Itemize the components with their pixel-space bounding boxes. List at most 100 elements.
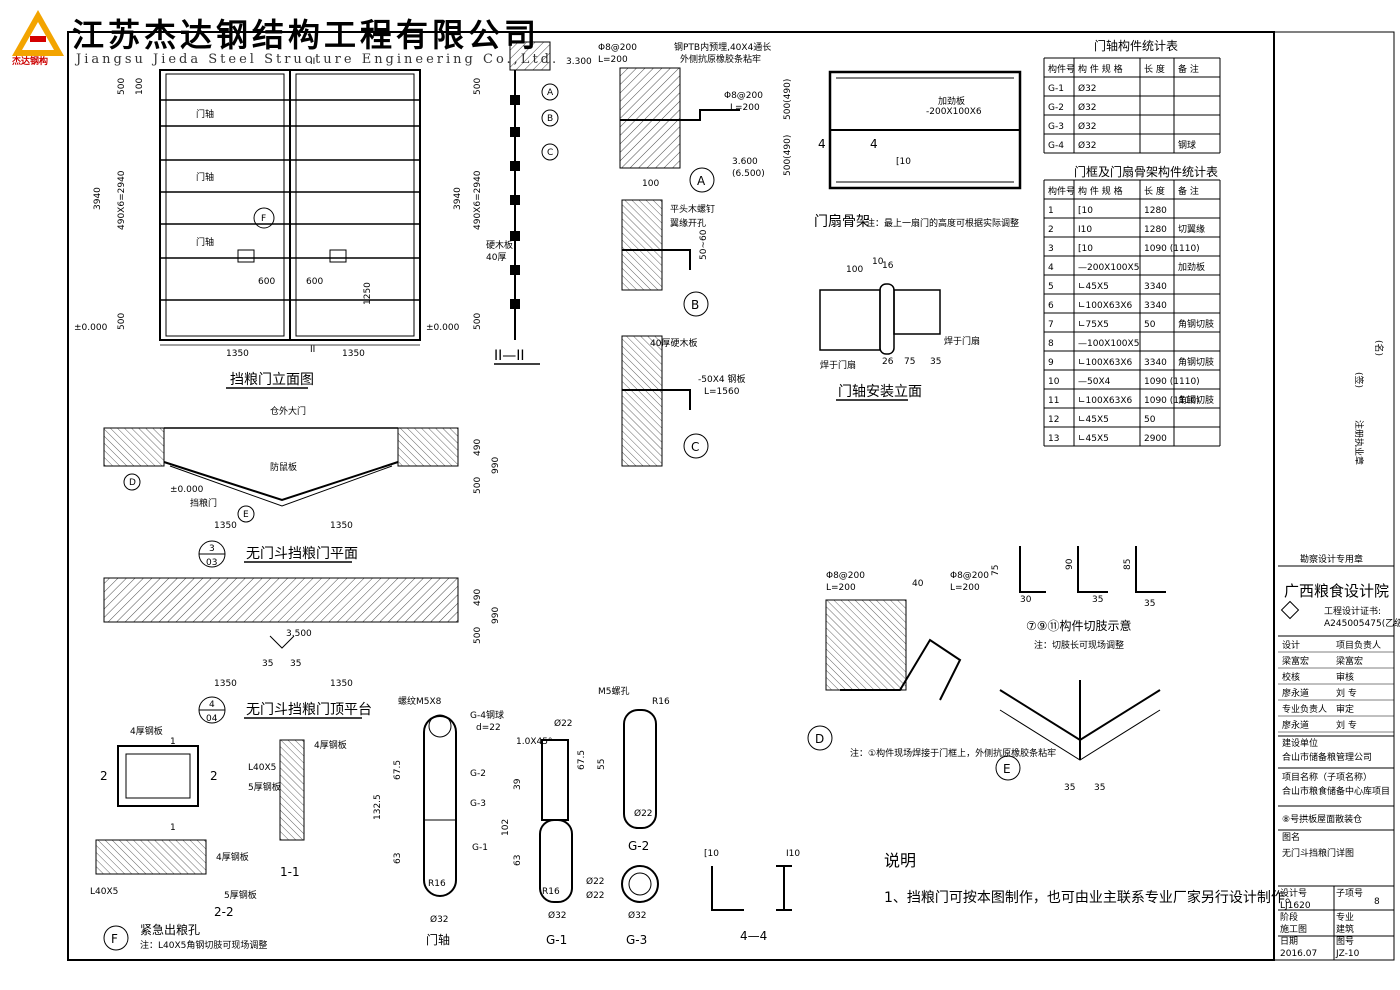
frame-table-cell: —200X100X5	[1078, 263, 1139, 273]
g3-label-d22: Ø22	[586, 890, 605, 901]
frame-note: 注：最上一扇门的高度可根据实际调整	[866, 217, 1019, 229]
company-logo-icon	[12, 10, 64, 56]
d-label-1: Φ8@200	[826, 571, 865, 581]
elevation-view: F 门轴 门轴 门轴 1350 1350 3940 490X6=2940 500…	[74, 57, 460, 389]
door-frame: 加劲板 -200X100X6 [10 4 4 500(490) 500(490)…	[783, 70, 1022, 230]
frame-table-cell: 3	[1048, 244, 1054, 254]
f-sec-11: 1-1	[280, 865, 300, 879]
plan-dim-left: 1350	[214, 521, 237, 531]
cut-dim-75: 75	[991, 565, 1001, 576]
axle-label-d32: Ø32	[430, 914, 449, 925]
detail-c-l3: L=1560	[704, 387, 740, 397]
plan-dim-490: 490	[473, 439, 483, 456]
company-badge: 杰达钢构	[12, 57, 49, 67]
tb-institute: 广西粮食设计院	[1284, 582, 1389, 600]
tb-cell: 刘 专	[1336, 719, 1357, 731]
frame-cut-right: 4	[870, 137, 878, 151]
tb-subitem: ⑧号拱板屋面散装仓	[1282, 813, 1362, 825]
d-label-3: 40	[912, 579, 924, 589]
tb-vertical-3: (名)	[1373, 340, 1385, 356]
sec-ii-level: 3.300	[566, 57, 592, 67]
detail-b: 平头木螺钉 翼缘开孔 50~60 B	[621, 199, 715, 317]
roof-level: 3.500	[286, 629, 312, 639]
hinge-table-header: 构件号	[1048, 63, 1075, 75]
elev-dim-600-right: 600	[306, 277, 323, 287]
frame-table-cell: 13	[1048, 434, 1059, 444]
frame-table-cell: 3340	[1144, 282, 1167, 292]
f-label-plate4b: 4厚钢板	[216, 851, 249, 863]
tb-stage: 施工图	[1280, 923, 1307, 935]
detail-a-marker: A	[697, 174, 706, 188]
f-cut-2b: 2	[210, 769, 218, 783]
g1-label-d32: Ø32	[548, 910, 567, 921]
hinge-weld-1: 焊于门扇	[820, 359, 856, 371]
frame-table-cell: —100X100X5	[1078, 339, 1139, 349]
detail-a-l8: (6.500)	[732, 169, 765, 179]
f-label-plate5b: 5厚钢板	[248, 781, 281, 793]
g3-title: G-3	[626, 933, 647, 947]
sec-ii-node	[510, 195, 520, 205]
axle-label-g2: G-2	[470, 769, 486, 779]
f-sec-22: 2-2	[214, 905, 234, 919]
detail-a-l7: 3.600	[732, 157, 758, 167]
sec-ii-dim-500-top: 500	[473, 78, 483, 95]
detail-c-l2: -50X4 钢板	[698, 373, 745, 385]
detail-a-l3: 钢PTB内预埋,40X4通长	[674, 41, 771, 53]
frame-table-cell: ∟100X63X6	[1078, 396, 1133, 406]
elev-dim-3940: 3940	[93, 187, 103, 210]
frame-table-cell: 11	[1048, 396, 1059, 406]
elev-label-axle-2: 门轴	[196, 171, 214, 183]
hinge-table-cell: G-3	[1048, 122, 1064, 132]
sec-ii-node	[510, 231, 520, 241]
sec44-ibeam: I10	[786, 849, 800, 859]
tb-cell: 廖永道	[1282, 719, 1309, 731]
plan-label-board: 防鼠板	[270, 461, 297, 473]
notes-heading: 说明	[884, 851, 916, 870]
company-name-en: Jiangsu Jieda Steel Structure Engineerin…	[76, 52, 560, 67]
hinge-table-cell: Ø32	[1078, 102, 1097, 113]
title-block: 勘察设计专用章 注册执业章 (签) (名) 广西粮食设计院 工程设计证书: A2…	[1278, 340, 1400, 960]
cut-note: 注：切肢长可现场调整	[1034, 639, 1124, 651]
frame-table-cell: 10	[1048, 377, 1060, 387]
detail-b-l2: 翼缘开孔	[670, 217, 706, 229]
axle-view: 螺纹M5X8 G-4钢球 d=22 G-2 G-3 G-1 R16 Ø32 67…	[373, 695, 504, 947]
frame-cut-left: 4	[818, 137, 826, 151]
axle-label-g3: G-3	[470, 799, 486, 809]
frame-table-cell: 50	[1144, 415, 1156, 425]
hinge-dim-100: 100	[846, 265, 863, 275]
frame-table-cell: 3340	[1144, 301, 1167, 311]
sec-ii-board: 40厚	[486, 252, 506, 263]
tb-cell: 刘 专	[1336, 687, 1357, 699]
notes-item-1: 1、挡粮门可按本图制作，也可由业主联系专业厂家另行设计制作。	[884, 889, 1299, 906]
tb-stamp: 勘察设计专用章	[1300, 553, 1363, 565]
detail-d: Φ8@200 L=200 40 Φ8@200 L=200 注：①构件现场焊接于门…	[807, 571, 1056, 759]
g1-dim-63: 63	[513, 855, 523, 866]
detail-a: Φ8@200 L=200 钢PTB内预埋,40X4通长 外侧抗原橡胶条粘牢 Φ8…	[598, 41, 771, 193]
hinge-table-title: 门轴构件统计表	[1094, 38, 1178, 53]
hinge-dim-16: 16	[882, 261, 894, 271]
cut-dim-85: 85	[1123, 559, 1133, 570]
detail-c-l1: 40厚硬木板	[650, 337, 697, 349]
hinge-table-cell: G-2	[1048, 103, 1064, 113]
roof-dim-left: 1350	[214, 679, 237, 689]
g1-label-d22b: Ø22	[586, 876, 605, 887]
plan-level: ±0.000	[170, 485, 204, 495]
plan-title: 无门斗挡粮门平面	[246, 546, 358, 562]
elev-dim-1250: 1250	[363, 282, 373, 305]
frame-table-cell: 切翼缘	[1178, 223, 1205, 235]
tb-date: 2016.07	[1280, 949, 1317, 959]
tb-cell: 项目负责人	[1336, 639, 1381, 651]
f-cut-1b: 1	[170, 823, 176, 833]
frame-table-cell: ∟45X5	[1078, 434, 1109, 444]
frame-table-cell: ∟100X63X6	[1078, 301, 1133, 311]
frame-table-cell: 7	[1048, 320, 1054, 330]
hinge-dim-26: 26	[882, 357, 894, 367]
tb-date-label: 日期	[1280, 936, 1298, 947]
f-cut-2a: 2	[100, 769, 108, 783]
frame-table-cell: 9	[1048, 358, 1054, 368]
frame-label-channel: [10	[896, 157, 911, 167]
d-label-5: L=200	[950, 583, 980, 593]
frame-table-cell: ∟45X5	[1078, 415, 1109, 425]
detail-f: 4厚钢板 1 1 2 2 L40X5 5厚钢板 4厚钢板 L40X5 5厚钢板 …	[90, 725, 347, 951]
